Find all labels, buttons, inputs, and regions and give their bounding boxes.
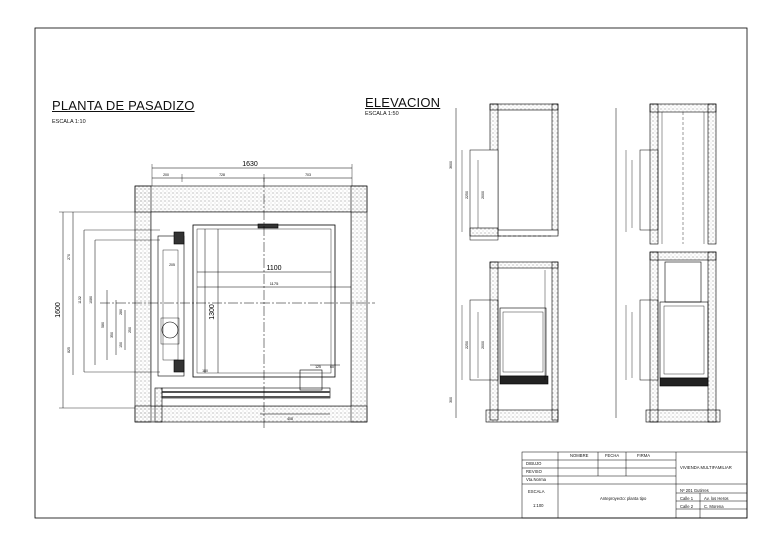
plan-wall-top — [134, 185, 368, 213]
dim-580: 580 — [101, 322, 105, 328]
elevation-scale: ESCALA 1:50 — [365, 111, 399, 117]
dim-728: 728 — [219, 173, 225, 177]
dim-1080: 1080 — [89, 296, 93, 304]
dim-250: 250 — [128, 327, 132, 333]
tb-numero: Nº 201 Gutirres — [680, 488, 709, 493]
elev-dim-2250: 2250 — [465, 191, 469, 199]
tb-calle2-value: C. Morena — [704, 504, 724, 509]
tb-calle2-label: Calle 2 — [680, 504, 694, 509]
tb-escala-label: ESCALA — [528, 489, 545, 494]
tb-header-nombre: NOMBRE — [570, 453, 589, 458]
title-block — [521, 451, 748, 519]
elev-dim-2000: 2000 — [481, 191, 485, 199]
plan-dimension-labels: 1630 200 728 703 1100 1175 1600 1300 270… — [55, 161, 334, 421]
tb-row-ventas: Vta.Norma — [526, 477, 547, 482]
plan-drawing — [59, 164, 375, 428]
plan-wall-right — [350, 185, 368, 423]
dim-270: 270 — [67, 254, 71, 260]
plan-shaft — [150, 211, 352, 407]
dim-703: 703 — [305, 173, 311, 177]
elevation-section-left — [455, 103, 559, 423]
dim-150: 150 — [119, 342, 123, 348]
dim-1132: 1132 — [78, 296, 82, 304]
sheet-border — [34, 27, 748, 519]
elev-dim-2000b: 2000 — [481, 341, 485, 349]
dim-1300: 1300 — [209, 304, 216, 320]
dim-60: 60 — [330, 365, 334, 369]
plan-counterweight — [157, 235, 185, 377]
tb-calle1-label: Calle 1 — [680, 496, 694, 501]
tb-escala-value: 1:100 — [533, 503, 544, 508]
tb-row-reviso: REVISO — [526, 469, 542, 474]
elev-dim-2250b: 2250 — [465, 341, 469, 349]
dim-200: 200 — [163, 173, 169, 177]
elevation-left-labels: 2250 2000 3600 2250 2000 300 — [449, 161, 485, 403]
elev-dim-300: 300 — [449, 397, 453, 403]
tb-drawing-title: Anteproyecto: planta tipo — [600, 496, 647, 501]
plan-wall-bottom — [134, 405, 368, 423]
plan-motor — [161, 321, 179, 339]
dim-350: 350 — [110, 332, 114, 338]
tb-project-name: VIVIENDA MULTIFAMILIAR — [680, 465, 732, 470]
tb-header-firma: FIRMA — [637, 453, 651, 458]
dim-1175: 1175 — [270, 281, 279, 286]
elevation-section-right — [615, 103, 721, 423]
dim-825: 825 — [67, 347, 71, 353]
dim-280: 280 — [119, 309, 123, 315]
dim-125: 125 — [315, 365, 321, 369]
tb-header-fecha: FECHA — [605, 453, 620, 458]
tb-row-dibujo: DIBUJO — [526, 461, 542, 466]
dim-205: 205 — [169, 263, 175, 267]
dim-1630: 1630 — [242, 161, 258, 168]
plan-scale: ESCALA 1:10 — [52, 119, 86, 125]
dim-1600: 1600 — [55, 302, 62, 318]
dim-408: 408 — [287, 417, 293, 421]
elev-dim-3600: 3600 — [449, 161, 453, 169]
dim-180: 180 — [202, 369, 208, 373]
elevation-title: ELEVACION — [365, 95, 441, 110]
plan-wall-left — [134, 185, 152, 423]
dim-1100: 1100 — [266, 265, 281, 272]
plan-title: PLANTA DE PASADIZO — [52, 98, 195, 113]
tb-calle1-value: Av. los Heros — [704, 496, 729, 501]
